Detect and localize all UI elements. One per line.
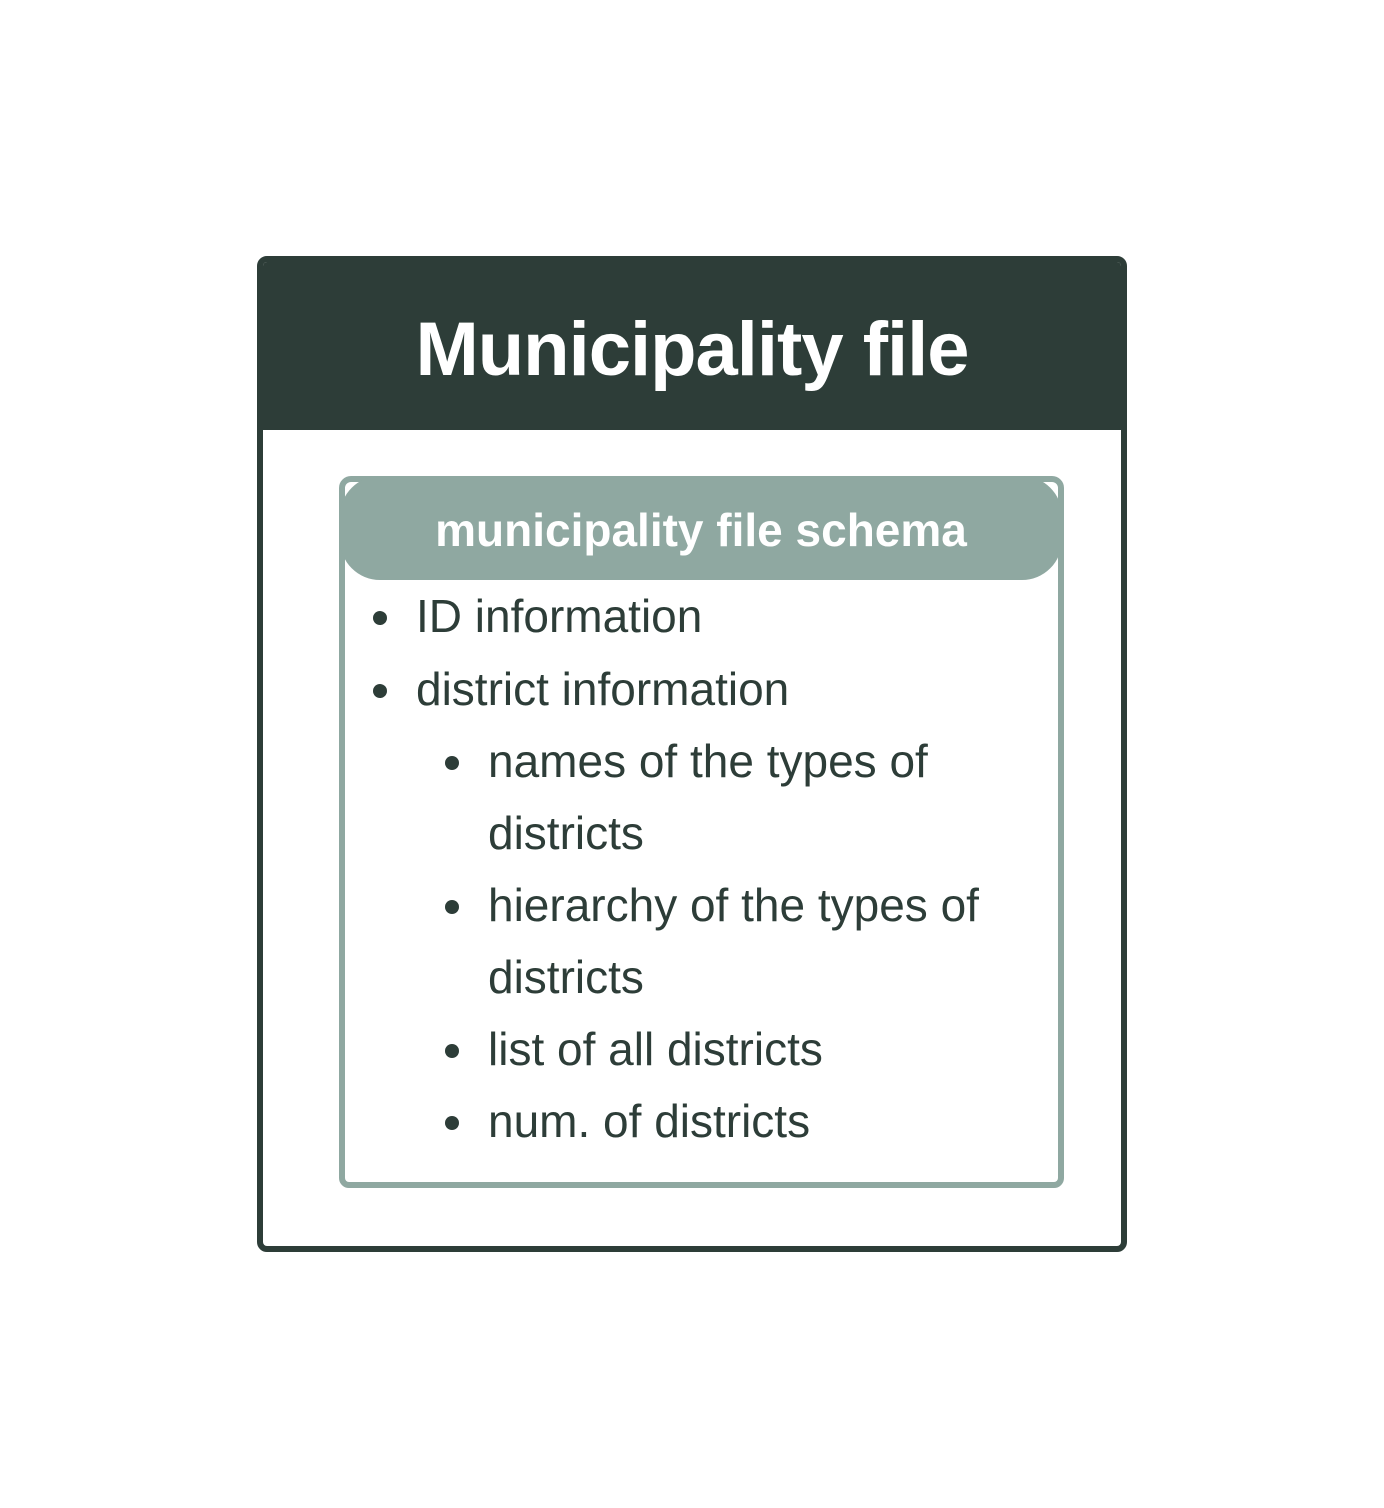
bullet-icon (373, 684, 387, 698)
schema-header: municipality file schema (340, 476, 1062, 580)
bullet-icon (445, 756, 459, 770)
list-item-hierarchy-line2: districts (488, 951, 644, 1003)
list-item-names-of-types-line2: districts (488, 807, 644, 859)
bullet-icon (445, 900, 459, 914)
list-item-district-information: district information (416, 663, 790, 715)
bullet-icon (445, 1044, 459, 1058)
municipality-file-title: Municipality file (415, 307, 969, 392)
schema-title: municipality file schema (435, 504, 967, 556)
bullet-icon (373, 611, 387, 625)
list-item-names-of-types-line1: names of the types of (488, 735, 928, 787)
list-item-id-information: ID information (416, 590, 703, 642)
list-item-hierarchy-line1: hierarchy of the types of (488, 879, 979, 931)
list-item-num-of-districts: num. of districts (488, 1095, 811, 1147)
municipality-file-header: Municipality file (263, 262, 1121, 430)
list-item-list-of-all-districts: list of all districts (488, 1023, 823, 1075)
bullet-icon (445, 1116, 459, 1130)
